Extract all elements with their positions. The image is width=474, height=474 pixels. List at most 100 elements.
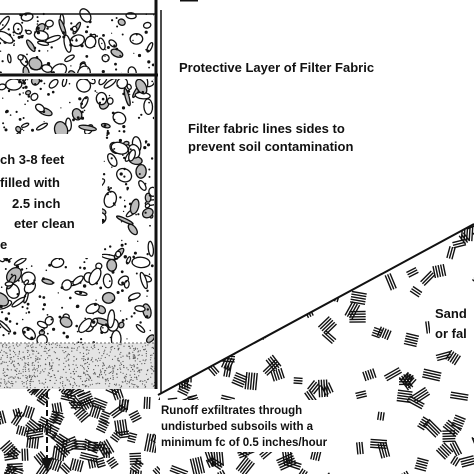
gravel-grain (27, 311, 31, 314)
sand-grain (80, 378, 82, 380)
soil-hatch-stroke (422, 224, 426, 232)
sand-grain (84, 359, 86, 361)
sand-grain (112, 371, 115, 373)
soil-hatch-stroke (177, 212, 182, 222)
gravel-grain (7, 312, 11, 315)
gravel-grain (26, 302, 30, 306)
gravel-grain (33, 279, 36, 282)
soil-hatch-stroke (389, 273, 397, 289)
sand-grain (37, 366, 40, 368)
sand-grain (151, 354, 153, 356)
gravel-grain (104, 55, 106, 58)
gravel-grain (120, 55, 123, 58)
sand-grain (24, 347, 26, 349)
sand-grain (50, 368, 52, 370)
soil-hatch-stroke (451, 354, 459, 364)
sand-grain (31, 375, 33, 377)
sand-grain (51, 364, 53, 367)
gravel-grain (121, 289, 124, 292)
sand-grain (33, 372, 36, 374)
gravel-grain (75, 324, 78, 328)
soil-hatch-stroke (21, 448, 24, 461)
gravel-grain (119, 172, 123, 176)
sand-grain (123, 365, 125, 367)
sand-grain (31, 364, 33, 366)
soil-hatch-stroke (210, 331, 223, 345)
soil-hatch-stroke (50, 415, 63, 420)
gravel-stone (85, 302, 100, 315)
soil-hatch-stroke (174, 214, 179, 224)
soil-hatch-stroke (64, 389, 72, 397)
sand-grain (132, 383, 134, 386)
sand-grain (126, 383, 128, 385)
sand-grain (127, 380, 129, 382)
soil-hatch-stroke (179, 211, 184, 221)
gravel-grain (51, 71, 55, 73)
gravel-grain (108, 254, 111, 256)
sand-grain (67, 359, 69, 361)
soil-hatch-stroke (171, 464, 189, 473)
gravel-grain (103, 124, 107, 127)
sand-grain (9, 349, 11, 351)
soil-hatch-stroke (152, 469, 158, 474)
runoff-label-line1: Runoff exfiltrates through (161, 405, 302, 417)
gravel-grain (87, 68, 89, 70)
soil-hatch-stroke (38, 423, 42, 433)
soil-hatch-stroke (276, 452, 293, 462)
sand-grain (39, 365, 42, 367)
sand-grain (45, 378, 47, 380)
sand-grain (131, 365, 133, 367)
soil-hatch-stroke (231, 381, 244, 388)
soil-hatch-stroke (181, 366, 191, 371)
soil-hatch-stroke (103, 440, 113, 454)
soil-hatch-stroke (202, 264, 221, 269)
gravel-grain (121, 281, 124, 285)
sand-grain (102, 368, 104, 370)
sand-grain (9, 387, 11, 389)
soil-hatch-stroke (268, 233, 282, 245)
soil-hatch-stroke (226, 340, 233, 353)
gravel-stone (0, 30, 14, 44)
soil-hatch-stroke (31, 389, 37, 394)
sand-grain (30, 381, 32, 383)
sand-grain (119, 353, 121, 355)
gravel-grain (80, 116, 85, 120)
soil-hatch-stroke (249, 372, 253, 390)
sand-grain (34, 360, 37, 362)
sand-grain (23, 366, 25, 368)
sand-grain (47, 350, 50, 352)
soil-hatch-stroke (259, 281, 270, 295)
soil-hatch-stroke (114, 389, 120, 391)
soil-hatch-stroke (109, 403, 124, 415)
soil-hatch-stroke (59, 466, 68, 474)
sand-grain (136, 378, 138, 380)
sand-grain (151, 347, 153, 349)
sand-grain (49, 379, 52, 382)
soil-hatch-stroke (244, 372, 248, 390)
soil-hatch-stroke (308, 225, 322, 232)
gravel-stone (25, 39, 36, 53)
soil-hatch-stroke (316, 241, 324, 250)
soil-hatch-stroke (80, 451, 99, 458)
gravel-grain (146, 289, 149, 292)
soil-hatch-stroke (207, 275, 220, 288)
sand-grain (91, 379, 93, 381)
gravel-grain (128, 144, 131, 147)
soil-hatch-stroke (267, 252, 284, 257)
soil-hatch-stroke (127, 437, 136, 441)
sand-grain (84, 363, 86, 365)
sand-grain (34, 369, 37, 371)
gravel-grain (98, 101, 102, 104)
gravel-stone (35, 122, 49, 131)
soil-hatch-stroke (0, 411, 4, 424)
gravel-grain (113, 148, 115, 150)
sand-grain (7, 386, 9, 388)
soil-hatch-stroke (56, 402, 60, 413)
soil-hatch-stroke (231, 224, 238, 227)
gravel-grain (52, 327, 56, 331)
sand-grain (54, 343, 57, 345)
sand-grain (87, 357, 89, 359)
gravel-grain (60, 107, 62, 109)
sand-grain (35, 346, 37, 349)
sand-grain (136, 377, 138, 379)
